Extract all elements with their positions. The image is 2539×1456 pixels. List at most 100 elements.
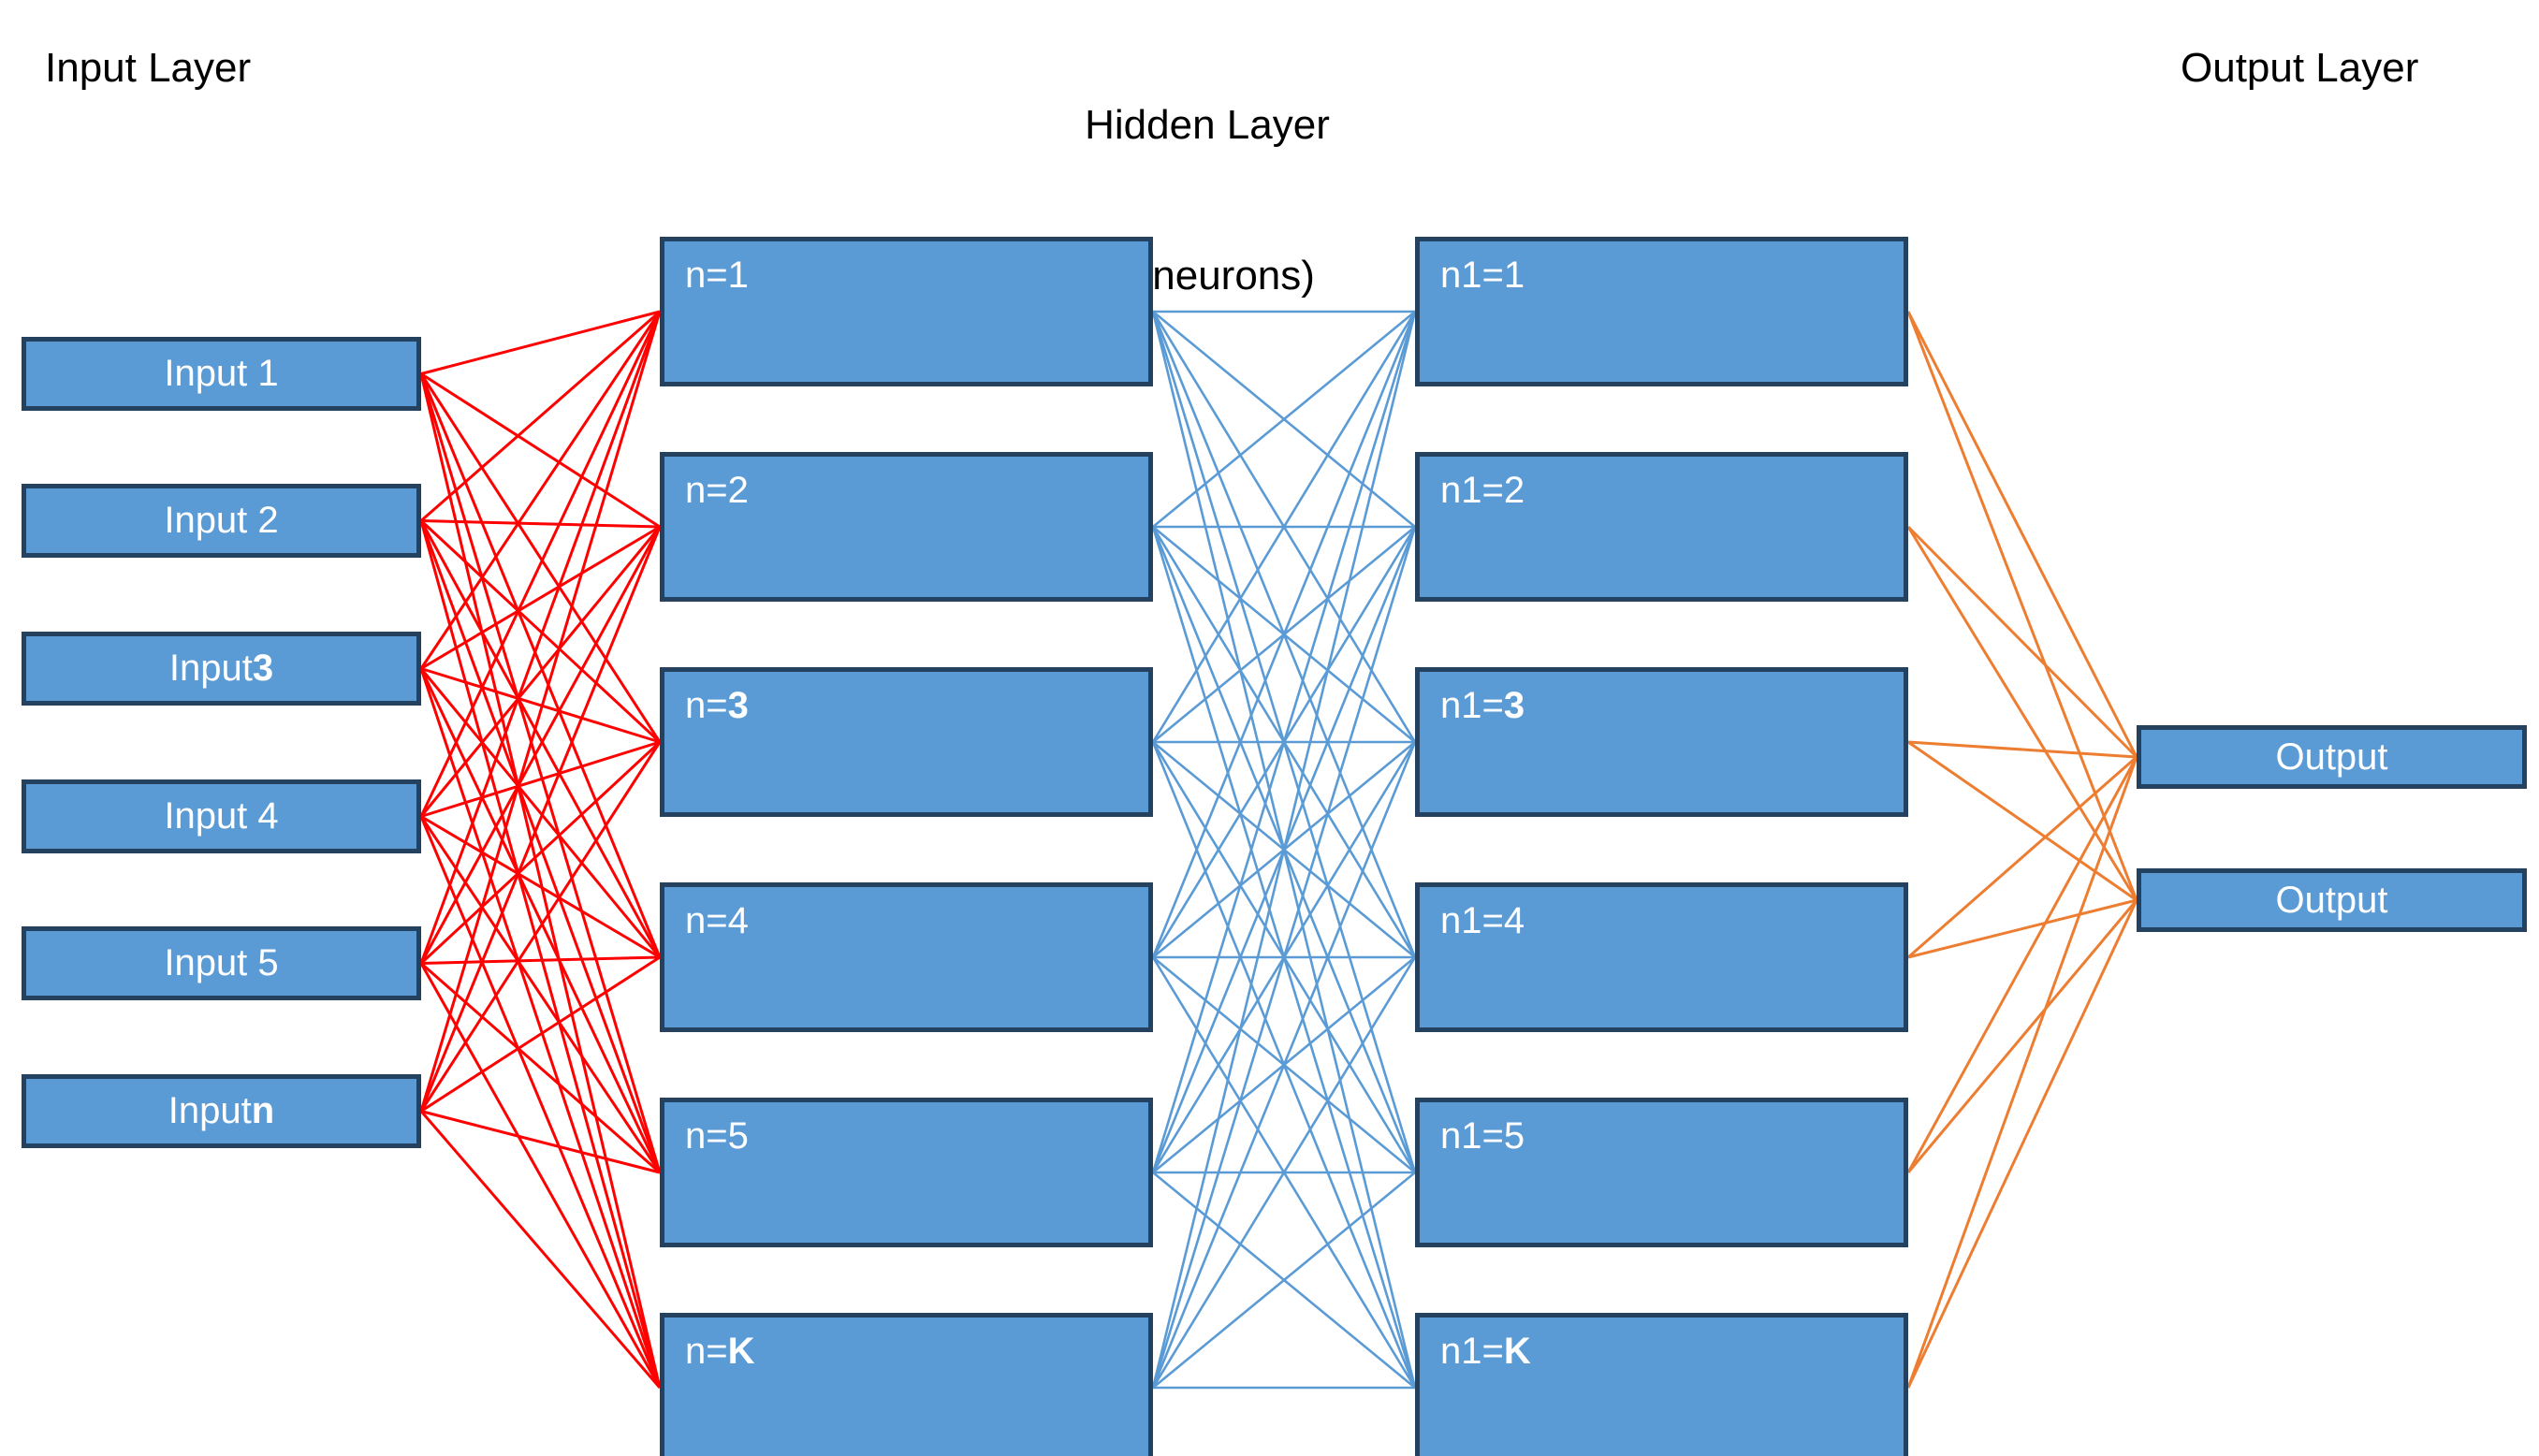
edge-1-to-4: [419, 372, 662, 958]
edge-4-to-2: [419, 526, 662, 818]
hidden2-node-5[interactable]: n1=5: [1415, 1098, 1908, 1247]
edge-3-to-4: [1152, 740, 1416, 959]
edge-6-to-2: [419, 526, 662, 1113]
edge-6-to-3: [419, 741, 662, 1113]
edge-3-to-1: [1907, 740, 2138, 759]
edge-5-to-4: [420, 955, 661, 965]
edge-5-to-6: [419, 962, 662, 1389]
edge-1-to-4: [1151, 311, 1417, 958]
edge-3-to-5: [419, 667, 662, 1173]
output-node-2[interactable]: Output: [2137, 868, 2527, 932]
hidden2-node-3[interactable]: n1=3: [1415, 667, 1908, 817]
edge-4-to-5: [419, 815, 662, 1173]
edge-2-to-3: [1152, 525, 1416, 744]
edge-2-to-4: [1151, 526, 1417, 958]
hidden1-node-4[interactable]: n=4: [660, 882, 1153, 1032]
hidden2-node-4[interactable]: n1=4: [1415, 882, 1908, 1032]
edge-5-to-2: [419, 526, 662, 965]
hidden1-node-1-label: n=1: [685, 255, 749, 296]
hidden2-node-6-label-emphasis: K: [1503, 1331, 1531, 1372]
output-node-1[interactable]: Output: [2137, 725, 2527, 789]
edge-5-to-5: [420, 962, 661, 1174]
input-node-6-label: Input: [168, 1090, 252, 1131]
edge-1-to-1: [420, 310, 661, 375]
hidden1-node-6[interactable]: n=K: [660, 1313, 1153, 1456]
edge-4-to-6: [419, 815, 662, 1389]
edge-5-to-3: [419, 740, 662, 965]
edge-6-to-4: [1151, 956, 1417, 1389]
input-node-6-label-emphasis: n: [251, 1090, 275, 1131]
edge-1-to-2: [1906, 311, 2138, 901]
input-node-5-label: Input 5: [164, 942, 279, 983]
edge-3-to-6: [419, 668, 662, 1389]
edge-3-to-4: [419, 667, 662, 958]
edge-2-to-3: [419, 519, 662, 744]
input-node-3[interactable]: Input 3: [22, 632, 421, 706]
edge-6-to-5: [1152, 1171, 1416, 1390]
edge-4-to-3: [420, 740, 661, 818]
hidden1-node-6-label-emphasis: K: [727, 1331, 755, 1372]
edge-2-to-1: [1906, 525, 2138, 759]
hidden1-node-5[interactable]: n=5: [660, 1098, 1153, 1247]
edges-input-to-hidden1: [419, 310, 662, 1389]
input-node-6[interactable]: Input n: [22, 1074, 421, 1148]
edge-1-to-6: [419, 373, 662, 1389]
hidden1-node-3-label: n=: [685, 685, 728, 726]
hidden2-node-2[interactable]: n1=2: [1415, 452, 1908, 602]
input-node-2-label: Input 2: [164, 500, 279, 541]
hidden1-node-5-label: n=5: [685, 1115, 749, 1157]
edge-1-to-5: [419, 373, 662, 1173]
edge-6-to-2: [1151, 526, 1417, 1389]
edge-5-to-3: [1151, 741, 1417, 1173]
edge-3-to-5: [1151, 741, 1417, 1173]
hidden1-node-6-label: n=: [685, 1331, 728, 1372]
hidden2-node-3-label: n1=: [1440, 685, 1504, 726]
edge-3-to-1: [419, 311, 662, 670]
input-node-3-label: Input: [168, 648, 253, 689]
hidden1-node-1[interactable]: n=1: [660, 237, 1153, 386]
hidden2-node-2-label: n1=2: [1440, 470, 1525, 511]
input-node-1-label: Input 1: [164, 353, 279, 394]
edge-3-to-2: [1907, 740, 2138, 902]
edge-4-to-1: [419, 311, 662, 818]
edge-4-to-1: [1907, 755, 2138, 959]
hidden2-node-6[interactable]: n1=K: [1415, 1313, 1908, 1456]
edge-3-to-6: [1151, 741, 1417, 1389]
input-node-2[interactable]: Input 2: [22, 484, 421, 558]
edge-5-to-6: [1152, 1171, 1416, 1390]
hidden1-node-2[interactable]: n=2: [660, 452, 1153, 602]
hidden1-node-3[interactable]: n=3: [660, 667, 1153, 817]
edge-6-to-4: [420, 955, 661, 1113]
edge-3-to-2: [1152, 525, 1416, 744]
edge-5-to-1: [419, 311, 662, 965]
hidden2-node-1[interactable]: n1=1: [1415, 237, 1908, 386]
edge-4-to-5: [1152, 955, 1416, 1174]
edge-3-to-2: [420, 525, 661, 670]
edge-6-to-6: [419, 1110, 662, 1389]
edge-2-to-6: [1151, 526, 1417, 1389]
hidden2-node-6-label: n1=: [1440, 1331, 1504, 1372]
edge-2-to-5: [419, 519, 662, 1173]
edge-6-to-1: [419, 311, 662, 1112]
edge-5-to-4: [1152, 955, 1416, 1174]
hidden2-node-4-label: n1=4: [1440, 900, 1525, 941]
edge-6-to-5: [420, 1110, 661, 1174]
edges-hidden2-to-output: [1906, 311, 2138, 1389]
edges-hidden1-to-hidden2: [1151, 310, 1417, 1390]
edge-1-to-6: [1151, 311, 1417, 1389]
output-node-1-label: Output: [2275, 735, 2388, 778]
edge-2-to-1: [420, 310, 661, 522]
output-node-2-label: Output: [2275, 879, 2388, 921]
edge-5-to-1: [1906, 756, 2138, 1173]
edge-4-to-2: [1907, 898, 2138, 959]
edge-2-to-6: [419, 520, 662, 1389]
edge-4-to-1: [1151, 311, 1417, 958]
output-layer-title: Output Layer: [2181, 45, 2419, 91]
edge-5-to-2: [1151, 526, 1417, 1173]
input-node-4[interactable]: Input 4: [22, 779, 421, 853]
input-node-1[interactable]: Input 1: [22, 337, 421, 411]
hidden2-node-1-label: n1=1: [1440, 255, 1525, 296]
edge-2-to-5: [1151, 526, 1417, 1173]
hidden-layer-title-line1: Hidden Layer: [1085, 102, 1330, 149]
input-node-5[interactable]: Input 5: [22, 926, 421, 1000]
